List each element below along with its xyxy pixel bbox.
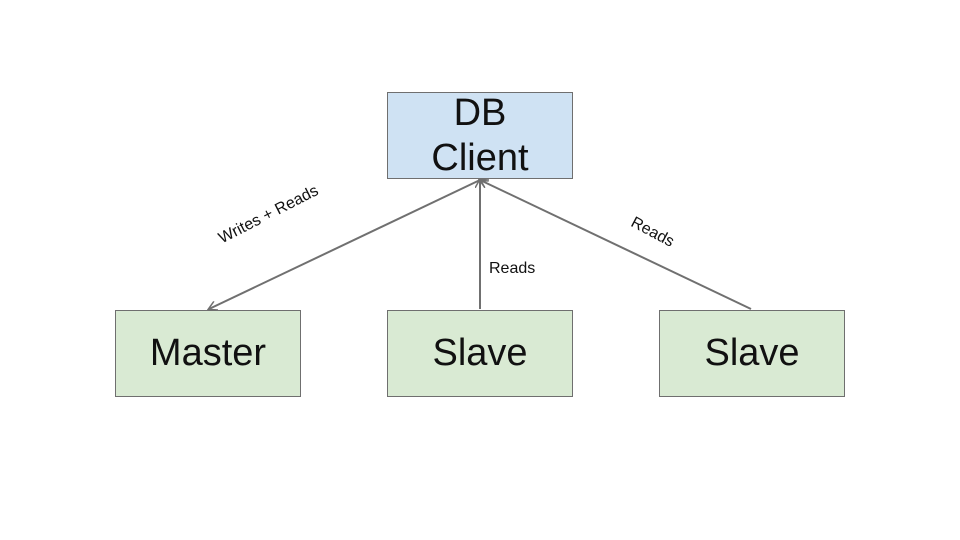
edge-slave2-client [480,180,752,310]
slave-1-label: Slave [432,332,528,375]
slave-node-1: Slave [387,310,573,397]
master-node: Master [115,310,301,397]
master-label: Master [149,332,267,375]
db-client-node: DB Client [387,92,573,179]
db-client-label-line1: DB [453,92,507,135]
slave-node-2: Slave [659,310,845,397]
slave-2-label: Slave [704,332,800,375]
edge-master-client [209,180,480,309]
db-client-label-line2: Client [431,136,529,179]
edge-label-slave-1: Reads [489,260,536,277]
